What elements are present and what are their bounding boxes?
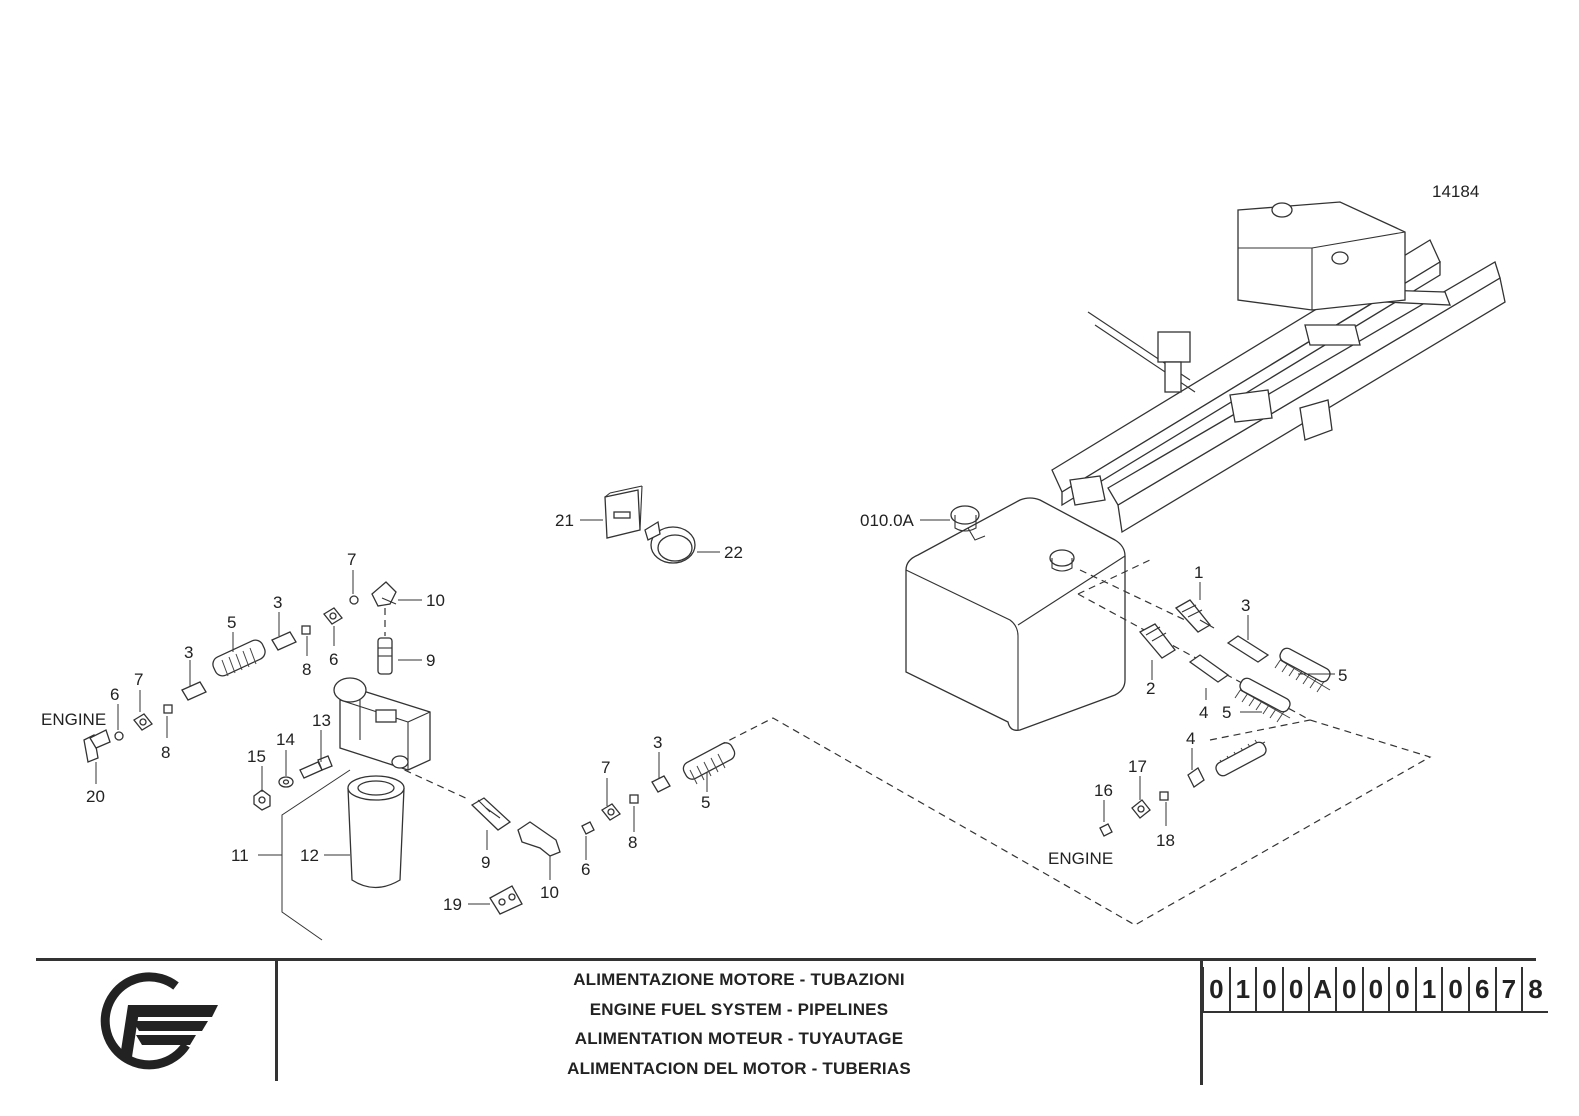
label-12: 12 — [300, 846, 319, 865]
chassis-frame — [1051, 201, 1506, 534]
label-10: 10 — [540, 883, 559, 902]
code-char: 0 — [1361, 967, 1389, 1011]
title-english: ENGINE FUEL SYSTEM - PIPELINES — [589, 999, 889, 1019]
title-french: ALIMENTATION MOTEUR - TUYAUTAGE — [574, 1029, 904, 1048]
code-char: 0 — [1388, 967, 1415, 1011]
label-20: 20 — [86, 787, 105, 806]
label-6: 6 — [581, 860, 590, 879]
parts-diagram: 14184 — [41, 182, 1506, 941]
label-4: 4 — [1186, 729, 1195, 748]
right-fittings — [1099, 599, 1331, 837]
code-char: 7 — [1494, 967, 1522, 1011]
label-3: 3 — [273, 593, 282, 612]
label-010-0a: 010.0A — [860, 511, 915, 530]
label-19: 19 — [443, 895, 462, 914]
leader-lines — [95, 519, 1335, 905]
label-3: 3 — [653, 733, 662, 752]
label-17: 17 — [1128, 757, 1147, 776]
label-8: 8 — [628, 833, 637, 852]
label-9: 9 — [481, 853, 490, 872]
label-engine-right: ENGINE — [1048, 849, 1113, 868]
fuel-tank — [905, 497, 1126, 731]
label-2: 2 — [1146, 679, 1155, 698]
label-6: 6 — [110, 685, 119, 704]
code-char: 8 — [1521, 967, 1548, 1011]
label-13: 13 — [312, 711, 331, 730]
label-5: 5 — [227, 613, 236, 632]
title-italian: ALIMENTAZIONE MOTORE - TUBAZIONI — [573, 970, 905, 989]
label-6: 6 — [329, 650, 338, 669]
part-labels: 1 2 3 5 4 5 4 17 16 18 ENGINE 010.0A 21 … — [41, 511, 1347, 914]
label-18: 18 — [1156, 831, 1175, 850]
title-block: ALIMENTAZIONE MOTORE - TUBAZIONI ENGINE … — [36, 958, 1548, 1085]
drawing-number: 14184 — [1432, 182, 1479, 201]
label-5: 5 — [1222, 703, 1231, 722]
code-char: A — [1308, 967, 1335, 1011]
fuel-filter — [253, 677, 431, 941]
label-10: 10 — [426, 591, 445, 610]
label-5: 5 — [1338, 666, 1347, 685]
title-spanish: ALIMENTACION DEL MOTOR - TUBERIAS — [567, 1058, 911, 1078]
label-1: 1 — [1194, 563, 1203, 582]
label-3: 3 — [184, 643, 193, 662]
lower-fittings — [470, 742, 736, 915]
label-8: 8 — [302, 660, 311, 679]
label-7: 7 — [134, 670, 143, 689]
code-cell: 0 1 0 0 A 0 0 0 1 0 6 7 8 — [1202, 961, 1548, 1081]
label-9: 9 — [426, 651, 435, 670]
code-char: 0 — [1334, 967, 1362, 1011]
label-7: 7 — [347, 550, 356, 569]
label-21: 21 — [555, 511, 574, 530]
part-code: 0 1 0 0 A 0 0 0 1 0 6 7 8 — [1202, 967, 1548, 1013]
code-char: 1 — [1414, 967, 1442, 1011]
titles-cell: ALIMENTAZIONE MOTORE - TUBAZIONI ENGINE … — [278, 961, 1203, 1085]
label-11: 11 — [231, 846, 249, 865]
label-3: 3 — [1241, 596, 1250, 615]
label-5: 5 — [701, 793, 710, 812]
label-16: 16 — [1094, 781, 1113, 800]
clip-and-clamp — [604, 485, 696, 564]
label-8: 8 — [161, 743, 170, 762]
manufacturer-logo-icon — [100, 972, 218, 1070]
code-char: 0 — [1202, 967, 1229, 1011]
label-engine-left: ENGINE — [41, 710, 106, 729]
code-char: 0 — [1281, 967, 1309, 1011]
code-char: 0 — [1255, 967, 1282, 1011]
left-fittings — [83, 581, 397, 763]
label-22: 22 — [724, 543, 743, 562]
code-char: 1 — [1228, 967, 1256, 1011]
label-4: 4 — [1199, 703, 1208, 722]
code-char: 0 — [1441, 967, 1468, 1011]
code-char: 6 — [1467, 967, 1495, 1011]
label-14: 14 — [276, 730, 295, 749]
label-7: 7 — [601, 758, 610, 777]
logo-cell — [36, 961, 278, 1081]
label-15: 15 — [247, 747, 266, 766]
